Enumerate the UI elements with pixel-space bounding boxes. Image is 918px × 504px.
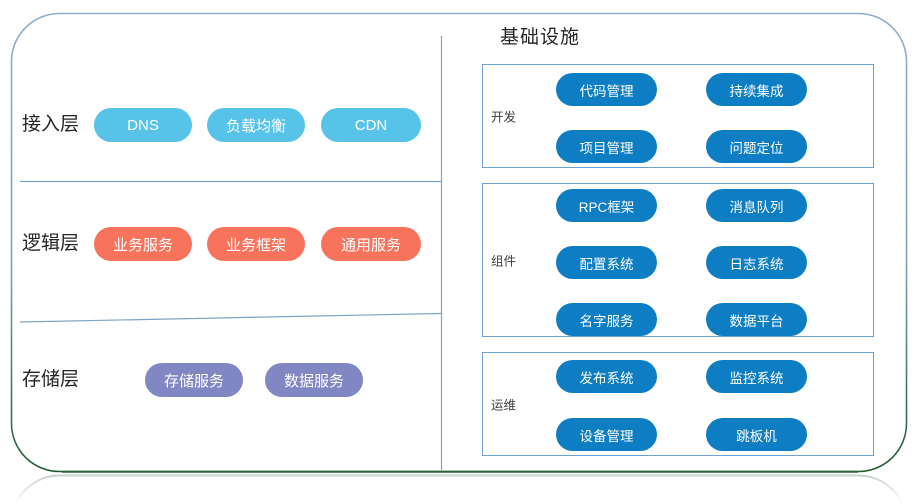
pill-common-service: 通用服务: [321, 227, 421, 261]
pill-business-service: 业务服务: [94, 227, 192, 261]
pill-business-framework: 业务框架: [207, 227, 305, 261]
pill-cdn: CDN: [321, 108, 421, 142]
pill-load-balancing: 负载均衡: [207, 108, 305, 142]
pill-log-system: 日志系统: [706, 246, 807, 279]
pill-dns: DNS: [94, 108, 192, 142]
layer-label-access: 接入层: [22, 114, 80, 135]
pill-config-system: 配置系统: [556, 246, 657, 279]
pill-data-service: 数据服务: [265, 363, 363, 397]
group-box-development: 开发 代码管理 持续集成 项目管理 问题定位: [482, 64, 874, 168]
pill-rpc-framework: RPC框架: [556, 189, 657, 222]
group-label-components: 组件: [491, 254, 517, 269]
group-box-operations: 运维 发布系统 监控系统 设备管理 跳板机: [482, 352, 874, 456]
divider-logic-storage: [19, 312, 442, 323]
pill-continuous-integration: 持续集成: [706, 73, 807, 106]
group-box-components: 组件 RPC框架 消息队列 配置系统 日志系统 名字服务 数据平台: [482, 183, 874, 337]
group-label-development: 开发: [491, 110, 517, 125]
pill-message-queue: 消息队列: [706, 189, 807, 222]
layer-label-storage: 存储层: [22, 369, 80, 390]
pill-jump-server: 跳板机: [706, 418, 807, 451]
pill-naming-service: 名字服务: [556, 303, 657, 336]
frame-reflection: [14, 474, 904, 504]
infrastructure-title: 基础设施: [500, 27, 581, 48]
pill-storage-service: 存储服务: [145, 363, 243, 397]
pill-issue-tracking: 问题定位: [706, 130, 807, 163]
group-label-operations: 运维: [491, 398, 517, 413]
pill-data-platform: 数据平台: [706, 303, 807, 336]
pill-code-management: 代码管理: [556, 73, 657, 106]
layer-label-logic: 逻辑层: [22, 233, 80, 254]
pill-monitoring-system: 监控系统: [706, 360, 807, 393]
pill-project-management: 项目管理: [556, 130, 657, 163]
pill-release-system: 发布系统: [556, 360, 657, 393]
pill-device-management: 设备管理: [556, 418, 657, 451]
